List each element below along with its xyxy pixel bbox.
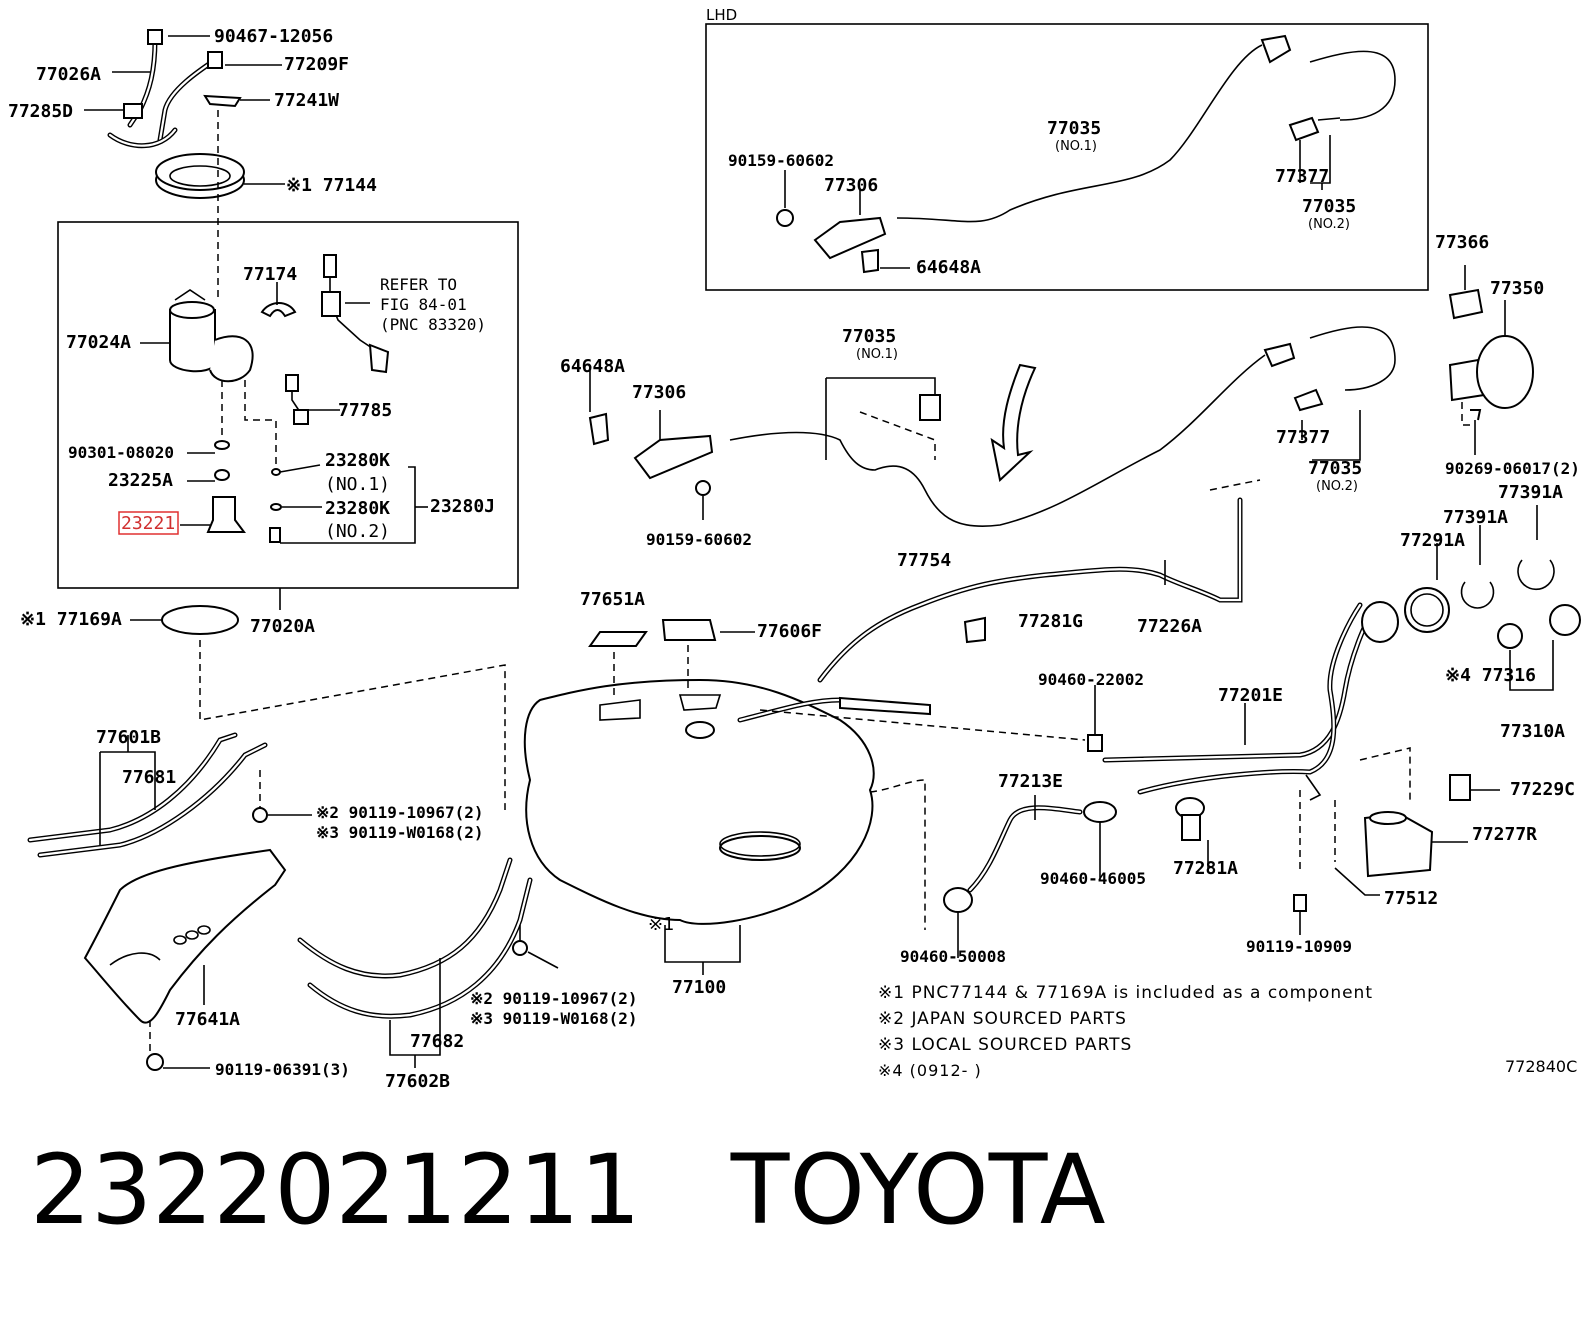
label-90159-60602-mid: 90159-60602	[646, 530, 752, 549]
strap-group	[27, 732, 559, 1071]
label-23221-highlighted: 23221	[121, 513, 175, 534]
label-77229C: 77229C	[1510, 779, 1575, 800]
label-lhd: LHD	[706, 6, 737, 24]
label-90119-06391: 90119-06391(3)	[215, 1060, 350, 1079]
label-no1-mid: (NO.1)	[856, 347, 898, 362]
highlight-box	[118, 511, 179, 535]
lhd-inset	[705, 23, 1429, 291]
note-2: ※2 JAPAN SOURCED PARTS	[878, 1009, 1127, 1029]
label-77035-no2-mid: 77035	[1308, 458, 1362, 479]
label-64648A-mid: 64648A	[560, 356, 625, 377]
diagram-id: 772840C	[1505, 1057, 1577, 1076]
label-no2-lhd: (NO.2)	[1308, 217, 1350, 232]
note-3: ※3 LOCAL SOURCED PARTS	[878, 1035, 1132, 1055]
label-77512: 77512	[1384, 888, 1438, 909]
label-90301-08020: 90301-08020	[68, 443, 174, 462]
label-no2-a: (NO.2)	[325, 521, 390, 542]
part-caption: 2322021211 TOYOTA	[30, 1134, 1106, 1246]
note-1: ※1 PNC77144 & 77169A is included as a co…	[878, 983, 1373, 1003]
label-77606F: 77606F	[757, 621, 822, 642]
label-77651A: 77651A	[580, 589, 645, 610]
label-90119-W0168-b: ※3 90119-W0168(2)	[470, 1009, 638, 1028]
fuel-door-group	[1404, 265, 1581, 691]
label-77602B: 77602B	[385, 1071, 450, 1092]
label-77024A: 77024A	[66, 332, 131, 353]
label-77100: 77100	[672, 977, 726, 998]
label-77785: 77785	[338, 400, 392, 421]
label-77306-mid: 77306	[632, 382, 686, 403]
tank-group	[523, 479, 1500, 975]
label-77241W: 77241W	[274, 90, 339, 111]
label-23280K-no1: 23280K	[325, 450, 390, 471]
fuel-system-diagram: 90467-12056 77026A 77209F 77285D 77241W …	[8, 6, 1581, 1092]
label-77213E: 77213E	[998, 771, 1063, 792]
label-star1: ※1	[648, 914, 674, 935]
label-77281A: 77281A	[1173, 858, 1238, 879]
label-90460-50008: 90460-50008	[900, 947, 1006, 966]
label-77201E: 77201E	[1218, 685, 1283, 706]
label-90269-06017: 90269-06017(2)	[1445, 459, 1580, 478]
label-90159-60602-lhd: 90159-60602	[728, 151, 834, 170]
label-77306-lhd: 77306	[824, 175, 878, 196]
label-77026A: 77026A	[36, 64, 101, 85]
label-77281G: 77281G	[1018, 611, 1083, 632]
label-77174: 77174	[243, 264, 297, 285]
label-77350: 77350	[1490, 278, 1544, 299]
fuel-pump-group	[57, 29, 519, 810]
label-no1-a: (NO.1)	[325, 474, 390, 495]
label-77391A-left: 77391A	[1443, 507, 1508, 528]
label-77035-lhd: 77035	[1047, 118, 1101, 139]
label-23280K-no2: 23280K	[325, 498, 390, 519]
label-77209F: 77209F	[284, 54, 349, 75]
label-77377-lhd: 77377	[1275, 166, 1329, 187]
label-64648A-lhd: 64648A	[916, 257, 981, 278]
label-77754: 77754	[897, 550, 951, 571]
label-77291A: 77291A	[1400, 530, 1465, 551]
cable-group	[588, 326, 1396, 527]
label-77682: 77682	[410, 1031, 464, 1052]
label-90460-46005: 90460-46005	[1040, 869, 1146, 888]
label-77035-no2-lhd: 77035	[1302, 196, 1356, 217]
label-77601B: 77601B	[96, 727, 161, 748]
label-77316: ※4 77316	[1445, 665, 1536, 686]
label-90119-10909: 90119-10909	[1246, 937, 1352, 956]
label-77310A: 77310A	[1500, 721, 1565, 742]
label-no1-lhd: (NO.1)	[1055, 139, 1097, 154]
label-77035-mid: 77035	[842, 326, 896, 347]
label-23280J: 23280J	[430, 496, 495, 517]
label-90467-12056: 90467-12056	[214, 26, 333, 47]
label-77169A: ※1 77169A	[20, 609, 122, 630]
refer-line-1: REFER TO	[380, 275, 457, 294]
label-90460-22002: 90460-22002	[1038, 670, 1144, 689]
refer-line-2: FIG 84-01	[380, 295, 467, 314]
refer-line-3: (PNC 83320)	[380, 315, 486, 334]
label-23225A: 23225A	[108, 470, 173, 491]
brand-name: TOYOTA	[730, 1134, 1106, 1246]
label-77285D: 77285D	[8, 101, 73, 122]
label-77020A: 77020A	[250, 616, 315, 637]
label-90119-W0168-a: ※3 90119-W0168(2)	[316, 823, 484, 842]
label-77277R: 77277R	[1472, 824, 1537, 845]
label-90119-10967-b: ※2 90119-10967(2)	[470, 989, 638, 1008]
label-77226A: 77226A	[1137, 616, 1202, 637]
label-no2-mid: (NO.2)	[1316, 479, 1358, 494]
label-77641A: 77641A	[175, 1009, 240, 1030]
label-90119-10967-a: ※2 90119-10967(2)	[316, 803, 484, 822]
label-77366: 77366	[1435, 232, 1489, 253]
label-77144: ※1 77144	[286, 175, 377, 196]
label-77681: 77681	[122, 767, 176, 788]
label-77391A-right: 77391A	[1498, 482, 1563, 503]
label-77377-mid: 77377	[1276, 427, 1330, 448]
note-4: ※4 (0912- )	[878, 1061, 982, 1080]
part-number: 2322021211	[30, 1134, 641, 1246]
